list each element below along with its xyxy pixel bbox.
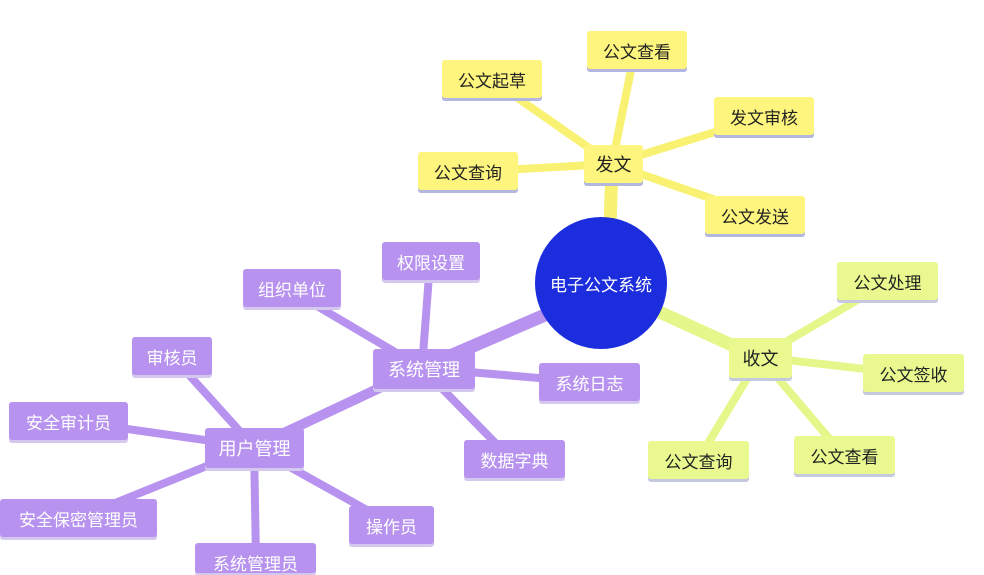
system-item-permission[interactable]: 权限设置: [382, 242, 480, 280]
system-item-org[interactable]: 组织单位: [243, 269, 341, 307]
user-item-security-admin[interactable]: 安全保密管理员: [0, 499, 157, 537]
branch-send[interactable]: 发文: [584, 145, 643, 183]
send-item-view[interactable]: 公文查看: [587, 31, 687, 69]
user-item-sysadmin[interactable]: 系统管理员: [195, 543, 316, 575]
branch-user-management[interactable]: 用户管理: [205, 428, 304, 468]
send-item-draft[interactable]: 公文起草: [442, 60, 542, 98]
send-item-query[interactable]: 公文查询: [418, 152, 518, 190]
user-item-security-auditor[interactable]: 安全审计员: [9, 402, 128, 440]
send-item-dispatch[interactable]: 公文发送: [705, 196, 805, 234]
system-item-dict[interactable]: 数据字典: [464, 440, 565, 478]
receive-item-process[interactable]: 公文处理: [837, 262, 938, 300]
system-item-log[interactable]: 系统日志: [539, 363, 640, 401]
central-topic[interactable]: 电子公文系统: [535, 217, 667, 349]
user-item-operator[interactable]: 操作员: [349, 506, 434, 544]
branch-system[interactable]: 系统管理: [373, 349, 475, 389]
branch-receive[interactable]: 收文: [729, 338, 792, 378]
user-item-auditor[interactable]: 审核员: [132, 337, 212, 375]
send-item-review[interactable]: 发文审核: [714, 97, 814, 135]
receive-item-view[interactable]: 公文查看: [794, 436, 895, 474]
receive-item-query[interactable]: 公文查询: [648, 441, 749, 479]
receive-item-sign[interactable]: 公文签收: [863, 354, 964, 392]
